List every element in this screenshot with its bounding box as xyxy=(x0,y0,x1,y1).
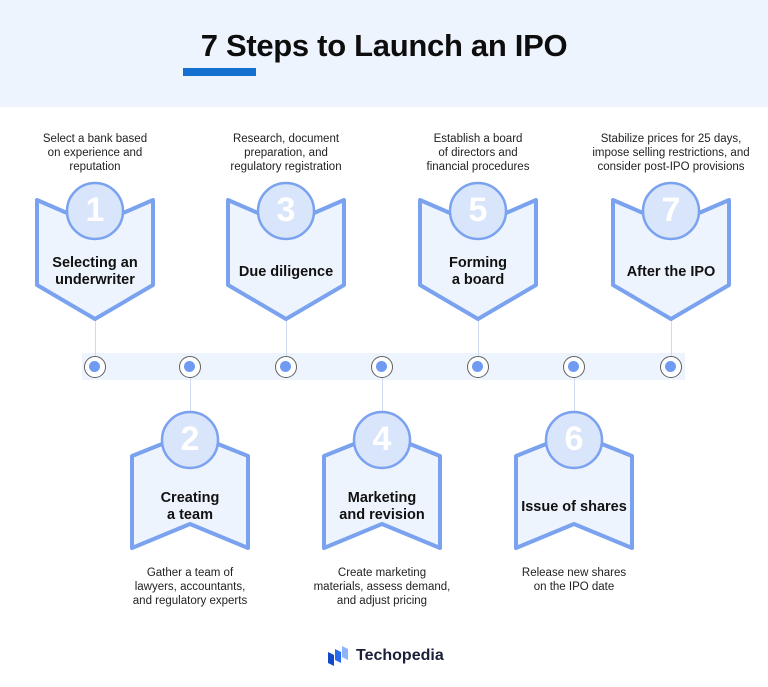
step-title-line: Selecting an xyxy=(52,255,138,271)
step-connector xyxy=(671,320,672,356)
step-description-line: and regulatory experts xyxy=(132,595,248,607)
step-description-line: Stabilize prices for 25 days, xyxy=(600,133,742,145)
step-shape xyxy=(226,181,346,321)
timeline-dot-1 xyxy=(84,356,106,378)
step-title-line: Due diligence xyxy=(238,264,334,280)
step-shape xyxy=(418,181,538,321)
step-title-line: Creating xyxy=(160,490,220,506)
timeline-dot-2 xyxy=(179,356,201,378)
step-title-line: a board xyxy=(451,272,505,288)
timeline-dot-3 xyxy=(275,356,297,378)
step-description-line: materials, assess demand, xyxy=(313,581,451,593)
timeline-dot-4 xyxy=(371,356,393,378)
step-shape xyxy=(130,410,250,550)
step-description: Research, document preparation, and regula… xyxy=(186,132,386,174)
step-description-line: Create marketing xyxy=(337,567,427,579)
techopedia-logo-icon xyxy=(328,646,348,666)
timeline-dot-6 xyxy=(563,356,585,378)
step-description-line: lawyers, accountants, xyxy=(134,581,246,593)
timeline-dot-5 xyxy=(467,356,489,378)
timeline-dot-7 xyxy=(660,356,682,378)
step-description-line: Select a bank based xyxy=(42,133,148,145)
step-description-line: on the IPO date xyxy=(533,581,615,593)
step-title-line: Forming xyxy=(449,255,507,271)
step-number: 1 xyxy=(85,191,105,229)
step-number-circle xyxy=(544,410,604,470)
step-description: Establish a board of directors and financi… xyxy=(378,132,578,174)
step-title: After the IPO xyxy=(601,264,741,281)
step-description-line: financial procedures xyxy=(426,161,530,173)
step-number: 7 xyxy=(661,191,681,229)
logo-text: Techopedia xyxy=(356,647,444,664)
step-description: Gather a team of lawyers, accountants, and… xyxy=(90,566,290,608)
step-number: 3 xyxy=(276,191,296,229)
step-title-line: After the IPO xyxy=(626,264,716,280)
step-number: 2 xyxy=(180,420,200,458)
step-connector xyxy=(574,378,575,416)
title-underline xyxy=(183,68,256,76)
step-description: Create marketing materials, assess demand… xyxy=(282,566,482,608)
step-description-line: reputation xyxy=(69,161,121,173)
step-description-line: Research, document xyxy=(232,133,340,145)
step-number: 6 xyxy=(564,420,584,458)
step-number: 5 xyxy=(468,191,488,229)
step-number: 4 xyxy=(372,420,392,458)
step-shape xyxy=(35,181,155,321)
step-description-line: of directors and xyxy=(438,147,518,159)
page-title: 7 Steps to Launch an IPO xyxy=(200,28,568,63)
step-description-line: and adjust pricing xyxy=(336,595,428,607)
step-title: Due diligence xyxy=(216,264,356,281)
step-description-line: Gather a team of xyxy=(146,567,234,579)
step-connector xyxy=(382,378,383,416)
step-number-circle xyxy=(65,181,125,241)
step-title-line: a team xyxy=(167,507,213,523)
step-description-line: Establish a board xyxy=(433,133,523,145)
step-shape xyxy=(611,181,731,321)
step-description-line: regulatory registration xyxy=(230,161,342,173)
step-number-circle xyxy=(641,181,701,241)
step-description-line: on experience and xyxy=(47,147,143,159)
step-number-circle xyxy=(352,410,412,470)
step-connector xyxy=(478,320,479,356)
step-description: Stabilize prices for 25 days, impose sell… xyxy=(571,132,768,174)
header-band: 7 Steps to Launch an IPO xyxy=(0,0,768,107)
step-connector xyxy=(190,378,191,416)
step-number-circle xyxy=(160,410,220,470)
techopedia-logo: Techopedia xyxy=(328,645,444,667)
step-description-line: preparation, and xyxy=(244,147,328,159)
step-number-circle xyxy=(448,181,508,241)
step-title-line: Marketing xyxy=(347,490,417,506)
step-description-line: consider post-IPO provisions xyxy=(597,161,745,173)
step-description-line: Release new shares xyxy=(521,567,627,579)
step-connector xyxy=(286,320,287,356)
step-number-circle xyxy=(256,181,316,241)
step-title-line: and revision xyxy=(339,507,425,523)
step-title-line: underwriter xyxy=(55,272,135,288)
step-description: Release new shares on the IPO date xyxy=(474,566,674,594)
step-description-line: impose selling restrictions, and xyxy=(592,147,750,159)
step-shape xyxy=(514,410,634,550)
step-shape xyxy=(322,410,442,550)
step-connector xyxy=(95,320,96,356)
step-title-line: Issue of shares xyxy=(521,499,627,515)
step-title: Issue of shares xyxy=(504,499,644,516)
step-description: Select a bank based on experience and repu… xyxy=(0,132,195,174)
